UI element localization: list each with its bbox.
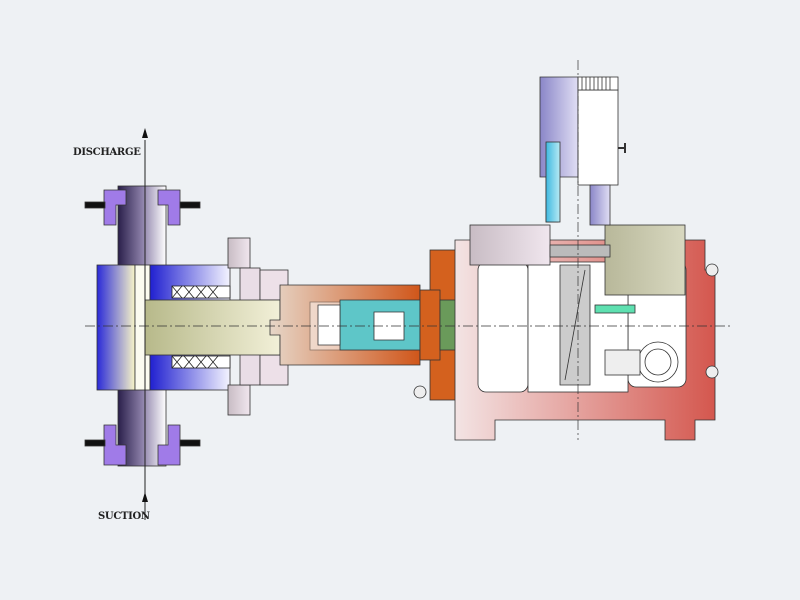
- suction-label: SUCTION: [98, 511, 150, 522]
- discharge-label: DISCHARGE: [73, 147, 141, 158]
- extension-rod: [269, 284, 421, 366]
- packing: [171, 285, 231, 369]
- crankcase: [413, 224, 719, 441]
- discharge-arrow-icon: [142, 128, 148, 138]
- plunger: [144, 299, 281, 356]
- suction-nozzle: [84, 387, 201, 467]
- centerlines: [85, 60, 730, 440]
- stroke-adjuster: [539, 76, 626, 226]
- suction-arrow-icon: [142, 492, 148, 502]
- discharge-nozzle: [84, 185, 201, 267]
